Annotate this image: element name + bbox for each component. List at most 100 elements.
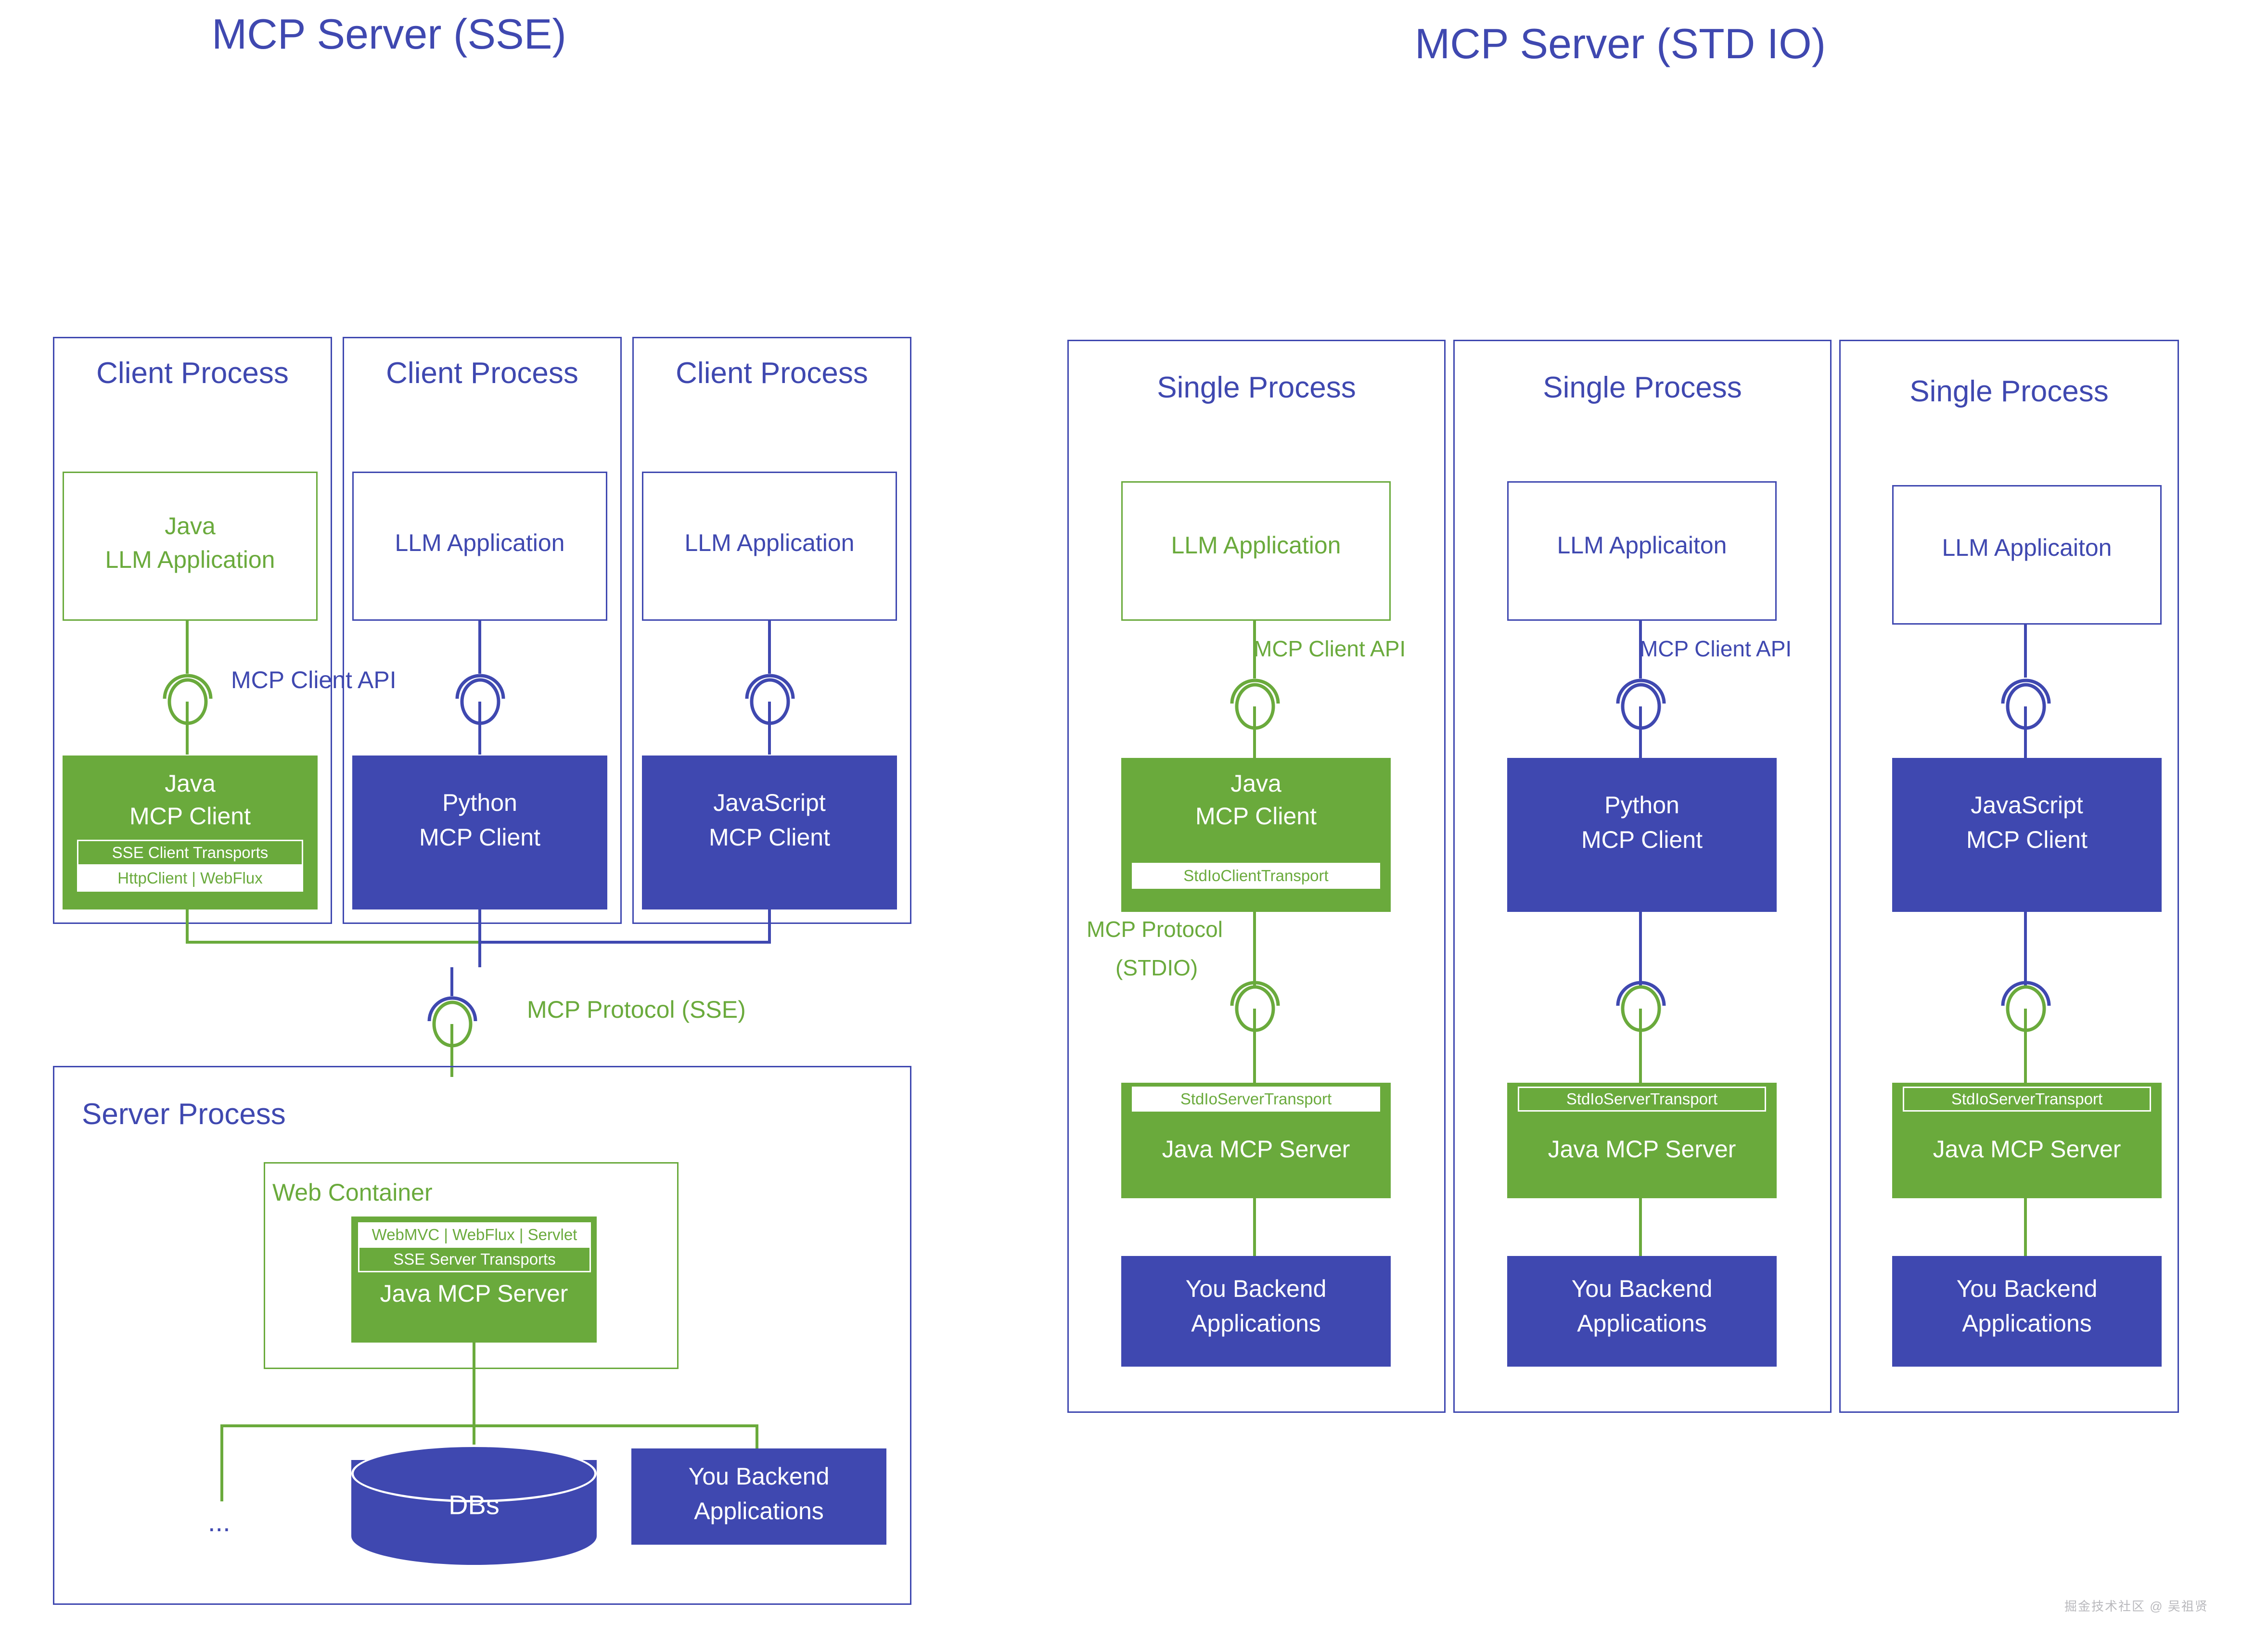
bus-horizontal-right — [478, 941, 771, 944]
stdio-backend-3-line2: Applications — [1962, 1310, 2092, 1337]
java-mcp-server-sse-name: Java MCP Server — [380, 1280, 568, 1307]
connector-line-1a — [186, 621, 189, 674]
stdio-java-mcp-server-2-name: Java MCP Server — [1548, 1136, 1736, 1163]
backend-apps-sse-line2: Applications — [694, 1498, 824, 1524]
stdio-llm-app-box-3 — [1892, 485, 2162, 625]
stdio-conn2-line-b — [1639, 706, 1642, 759]
stdio-java-client-1-line1: Java — [1230, 770, 1281, 797]
llm-app-box-2 — [352, 472, 607, 621]
stdio-proto3-line-b — [2024, 1009, 2027, 1086]
dbs-cylinder-bottom — [351, 1507, 597, 1565]
ellipsis-label: ... — [208, 1507, 231, 1537]
server-process-box — [53, 1066, 911, 1605]
web-container-header: Web Container — [272, 1179, 433, 1206]
llm-app-box-1 — [63, 472, 318, 621]
connector-line-3a — [768, 621, 771, 674]
single-process-2 — [1453, 340, 1832, 1413]
sse-server-transport-impls: WebMVC | WebFlux | Servlet — [358, 1222, 591, 1247]
stdio-java-mcp-server-3-name: Java MCP Server — [1933, 1136, 2121, 1163]
stdio-java-mcp-server-1-name: Java MCP Server — [1162, 1136, 1350, 1163]
stdio-backend-1-line2: Applications — [1191, 1310, 1321, 1337]
client-process-3-header: Client Process — [676, 357, 868, 390]
single-process-1 — [1067, 340, 1446, 1413]
java-mcp-client-line1: Java — [165, 770, 216, 797]
mcp-protocol-sse-label: MCP Protocol (SSE) — [527, 996, 746, 1023]
stdio-mcp-client-api-label-1: MCP Client API — [1254, 636, 1406, 661]
stdio-backend-2-line2: Applications — [1577, 1310, 1707, 1337]
llm-app-box-3-label: LLM Application — [684, 529, 855, 556]
dbs-cylinder-top — [351, 1445, 597, 1502]
stdio-proto1-line-a — [1253, 912, 1256, 986]
stdio-backend-box-3 — [1892, 1256, 2162, 1367]
stdio-server-backend-line-3 — [2024, 1198, 2027, 1261]
stdio-proto2-line-a — [1639, 912, 1642, 986]
client-process-1-header: Client Process — [96, 357, 289, 390]
bus-horizontal-left — [186, 941, 481, 944]
stdio-conn1-line-b — [1253, 706, 1256, 759]
llm-app-box-2-label: LLM Application — [395, 529, 565, 556]
stdio-backend-1-line1: You Backend — [1185, 1275, 1327, 1302]
stdio-llm-app-1-label: LLM Application — [1171, 532, 1341, 559]
stdio-server-transport-2: StdIoServerTransport — [1518, 1087, 1766, 1112]
right-panel-title: MCP Server (STD IO) — [1415, 20, 1826, 67]
stdio-backend-box-1 — [1121, 1256, 1391, 1367]
bus-drop-1 — [186, 909, 189, 943]
client-process-2 — [343, 337, 622, 924]
stdio-server-transport-1: StdIoServerTransport — [1132, 1087, 1380, 1112]
stdio-mcp-protocol-label-line1: MCP Protocol — [1087, 917, 1223, 942]
stdio-java-client-1-line2: MCP Client — [1195, 803, 1317, 830]
connector-line-2a — [478, 621, 481, 674]
web-container-box — [264, 1162, 679, 1369]
stdio-backend-box-2 — [1507, 1256, 1777, 1367]
stdio-llm-app-box-1 — [1121, 481, 1391, 621]
stdio-proto2-line-b — [1639, 1009, 1642, 1086]
javascript-mcp-client-line1: JavaScript — [713, 789, 826, 816]
stdio-python-mcp-client-box — [1507, 758, 1777, 912]
llm-app-box-1-line1: Java — [165, 512, 216, 539]
stdio-python-client-line2: MCP Client — [1581, 826, 1703, 853]
java-mcp-client-line2: MCP Client — [129, 803, 251, 830]
sse-client-transport-impls: HttpClient | WebFlux — [77, 865, 303, 892]
protocol-line-bottom — [450, 1024, 453, 1077]
server-bus-horizontal — [220, 1424, 758, 1427]
javascript-mcp-client-box — [642, 756, 897, 909]
stdio-python-client-line1: Python — [1604, 792, 1679, 819]
stdio-js-client-line2: MCP Client — [1966, 826, 2088, 853]
stdio-server-backend-line-1 — [1253, 1198, 1256, 1261]
llm-app-box-3 — [642, 472, 897, 621]
mcp-client-api-label-1: MCP Client API — [231, 666, 397, 693]
stdio-proto3-line-a — [2024, 912, 2027, 986]
stdio-conn3-line-a — [2024, 625, 2027, 678]
stdio-client-transport-1: StdIoClientTransport — [1132, 863, 1380, 889]
stdio-backend-3-line1: You Backend — [1956, 1275, 2098, 1302]
stdio-mcp-client-api-label-2: MCP Client API — [1640, 636, 1792, 661]
single-process-3-header: Single Process — [1909, 375, 2109, 408]
dbs-cylinder: DBs — [351, 1445, 597, 1565]
client-process-2-header: Client Process — [386, 357, 578, 390]
stdio-llm-app-box-2 — [1507, 481, 1777, 621]
stdio-conn2-line-a — [1639, 621, 1642, 679]
connector-line-2b — [478, 702, 481, 755]
client-process-3 — [632, 337, 911, 924]
stdio-server-transport-3: StdIoServerTransport — [1903, 1087, 2151, 1112]
watermark: 掘金技术社区 @ 吴祖贤 — [2064, 1599, 2208, 1614]
python-mcp-client-line1: Python — [442, 789, 517, 816]
stdio-llm-app-2-label: LLM Applicaiton — [1557, 532, 1727, 559]
sse-server-transports-strip: SSE Server Transports — [358, 1246, 591, 1272]
stdio-js-client-line1: JavaScript — [1971, 792, 2083, 819]
connector-line-1b — [186, 702, 189, 755]
dbs-label: DBs — [448, 1489, 500, 1520]
bus-drop-2 — [478, 909, 481, 967]
protocol-line-top — [450, 967, 453, 996]
stdio-javascript-mcp-client-box — [1892, 758, 2162, 912]
stdio-llm-app-3-label: LLM Applicaiton — [1942, 534, 2112, 561]
bus-drop-3 — [768, 909, 771, 943]
server-bus-left-drop — [220, 1424, 223, 1501]
stdio-server-backend-line-2 — [1639, 1198, 1642, 1261]
stdio-mcp-protocol-label-line2: (STDIO) — [1115, 955, 1198, 980]
llm-app-box-1-line2: LLM Application — [105, 546, 275, 573]
python-mcp-client-box — [352, 756, 607, 909]
single-process-1-header: Single Process — [1157, 371, 1356, 404]
stdio-proto1-line-b — [1253, 1009, 1256, 1086]
